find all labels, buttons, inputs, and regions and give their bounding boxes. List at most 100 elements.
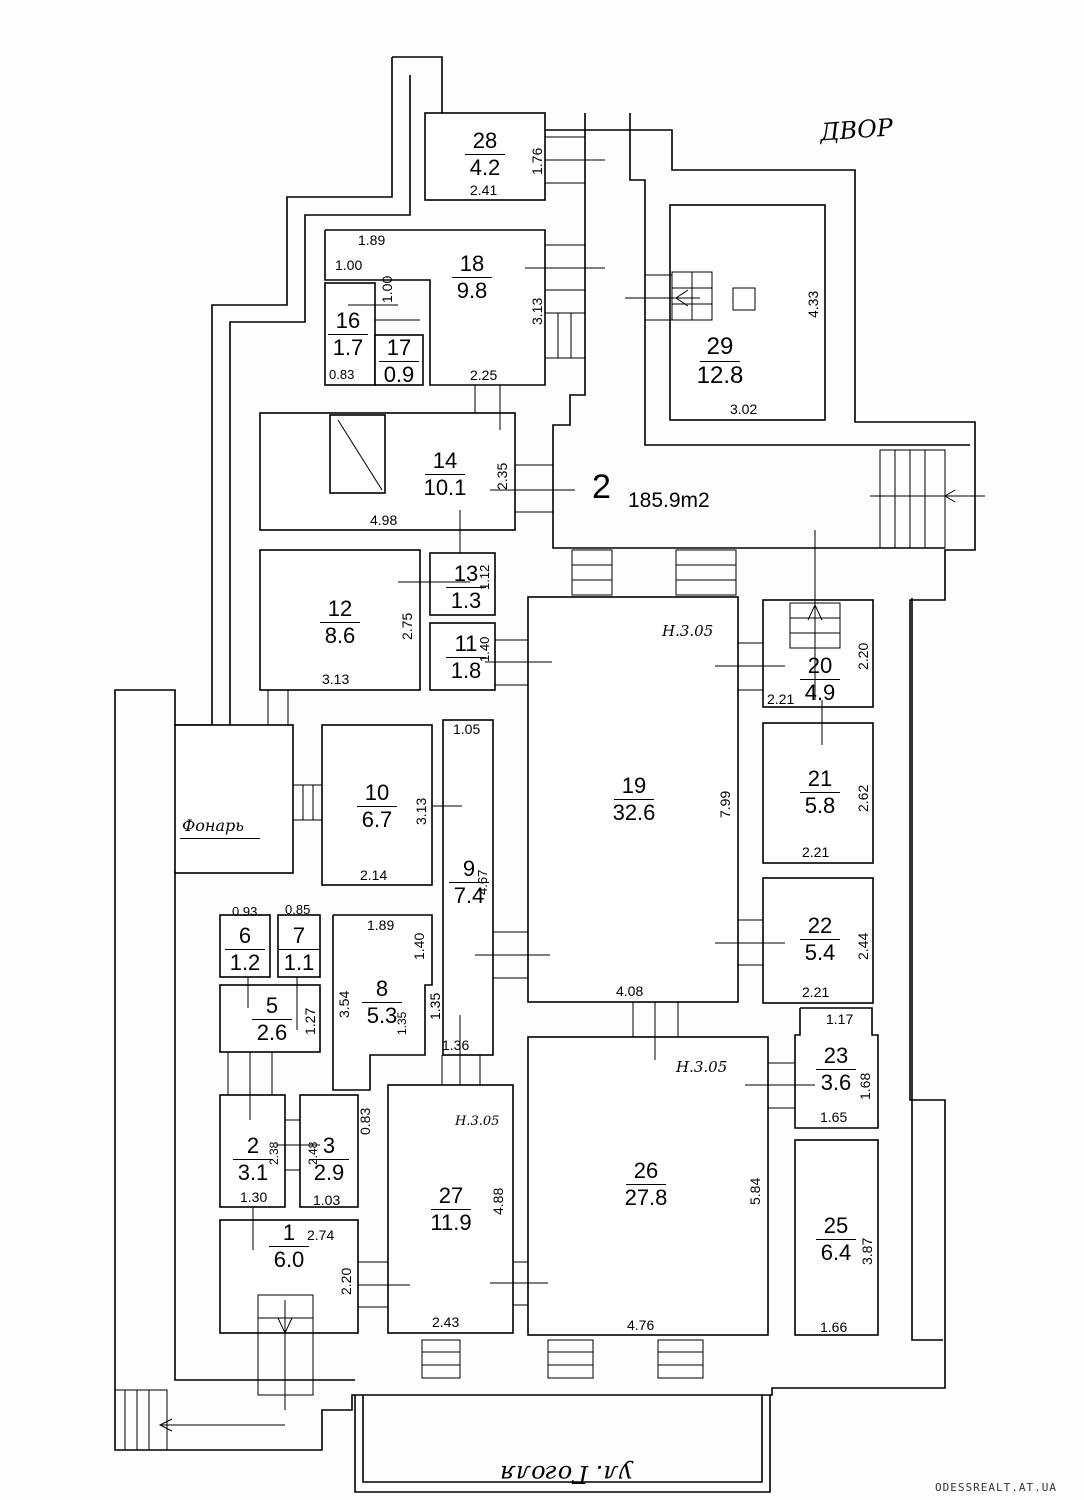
room-2-number: 2: [246, 1133, 260, 1158]
room-10-outline: [321, 724, 433, 886]
room-19-divider: [614, 799, 654, 800]
room-9-outline: [442, 719, 494, 1056]
lanterns-block: [174, 724, 294, 874]
room-5-outline: [219, 984, 321, 1053]
room-9-number: 9: [462, 856, 476, 881]
room-23-outline: [794, 1007, 879, 1129]
room-16-area: 1.7: [332, 335, 364, 360]
dimension-label: 2.20: [855, 642, 871, 670]
dimension-label: 2.44: [855, 932, 871, 960]
lanterns-label: Фонарь: [182, 816, 244, 835]
dimension-label: 0.83: [329, 367, 355, 382]
entry-arrow-head: [277, 1317, 293, 1335]
room-18-outline: [324, 229, 546, 386]
dimension-label: 1.00: [335, 257, 363, 273]
dimension-label: 1.35: [427, 992, 443, 1020]
dimension-label: 4.98: [370, 512, 398, 528]
room-25-area: 6.4: [820, 1240, 852, 1265]
dimension-label: 1.76: [529, 147, 545, 175]
room-14-divider: [425, 474, 465, 475]
dimension-label: 2.20: [338, 1267, 354, 1295]
room-11-outline: [429, 622, 496, 691]
yard-stair: [879, 449, 946, 549]
room-10-divider: [357, 806, 397, 807]
courtyard-shaft-2: [629, 113, 970, 446]
room-23-number: 23: [823, 1043, 849, 1068]
room-12-area: 8.6: [324, 623, 356, 648]
arrow-29-head: [675, 289, 689, 307]
room-21-outline: [762, 722, 874, 864]
room-3-outline: [299, 1094, 359, 1208]
room-13-area: 1.3: [450, 588, 482, 613]
yard-label: ДВОР: [819, 113, 894, 147]
room-13-outline: [429, 552, 496, 616]
room-25-divider: [816, 1239, 856, 1240]
room-20-divider: [800, 679, 840, 680]
room-11-divider: [446, 657, 486, 658]
dimension-label: 0.83: [357, 1107, 373, 1135]
dimension-label: 1.66: [820, 1319, 848, 1335]
room-20-area: 4.9: [804, 680, 836, 705]
room-23-area: 3.6: [820, 1070, 852, 1095]
room-8-divider: [362, 1002, 402, 1003]
room-17-outline: [374, 334, 424, 386]
room-14-number: 14: [432, 448, 458, 473]
dimension-label: 2.48: [306, 1141, 320, 1165]
facade-recess-inner: [362, 1395, 763, 1483]
dimension-label: 3.54: [336, 990, 352, 1018]
room-25-outline: [794, 1139, 879, 1336]
room-5-divider: [252, 1019, 292, 1020]
room-20-number: 20: [807, 653, 833, 678]
dimension-label: 4.76: [627, 1317, 655, 1333]
arrow-20-head: [807, 603, 823, 621]
room-27-area: 11.9: [430, 1210, 472, 1235]
room-22-divider: [800, 939, 840, 940]
dimension-label: 1.36: [442, 1037, 470, 1053]
dimension-label: 2.43: [432, 1314, 460, 1330]
room-25-number: 25: [823, 1213, 849, 1238]
room-29-number: 29: [706, 333, 734, 360]
room-26-divider: [626, 1184, 666, 1185]
street-stair: [114, 1389, 168, 1451]
room-9-area: 7.4: [453, 883, 485, 908]
dimension-label: 1.68: [857, 1072, 873, 1100]
dimension-label: 1.35: [395, 1011, 409, 1035]
room-29-area: 12.8: [696, 362, 744, 389]
room-14-outline: [259, 412, 516, 531]
room-28-number: 28: [472, 128, 498, 153]
room-3-divider: [309, 1159, 349, 1160]
dimension-label: 0.93: [232, 904, 258, 919]
dimension-label: 1.40: [477, 636, 492, 662]
dimension-label: 4.67: [475, 869, 490, 895]
dimension-label: 2.21: [767, 691, 795, 707]
room-6-number: 6: [238, 923, 252, 948]
room-10-area: 6.7: [361, 807, 393, 832]
room-11-area: 1.8: [450, 658, 482, 683]
dimension-label: 2.38: [267, 1141, 281, 1165]
dimension-label: 1.27: [302, 1007, 318, 1035]
room-28-area: 4.2: [469, 155, 501, 180]
room-8-area: 5.3: [366, 1003, 398, 1028]
room-17-divider: [379, 361, 419, 362]
closet-diagonal: [337, 419, 383, 491]
facade-recess: [354, 1395, 771, 1493]
dimension-label: 2.14: [360, 867, 388, 883]
room-6-divider: [225, 949, 265, 950]
corridor-number: 2: [592, 468, 611, 506]
courtyard-shaft: [552, 113, 945, 549]
dimension-label: 1.05: [453, 721, 481, 737]
dimension-label: 3.87: [859, 1237, 875, 1265]
dimension-label: 2.25: [470, 367, 498, 383]
room-12-number: 12: [327, 596, 353, 621]
room-28-divider: [465, 154, 505, 155]
dimension-label: 4.33: [805, 290, 821, 318]
room-16-number: 16: [335, 308, 361, 333]
room-28-outline: [424, 112, 546, 201]
dimension-label: 2.21: [802, 844, 830, 860]
dimension-label: 3.02: [730, 401, 758, 417]
dimension-label: 3.13: [322, 671, 350, 687]
dimension-label: 1.17: [826, 1011, 854, 1027]
room-18-number: 18: [459, 251, 485, 276]
room-19-area: 32.6: [612, 800, 656, 825]
